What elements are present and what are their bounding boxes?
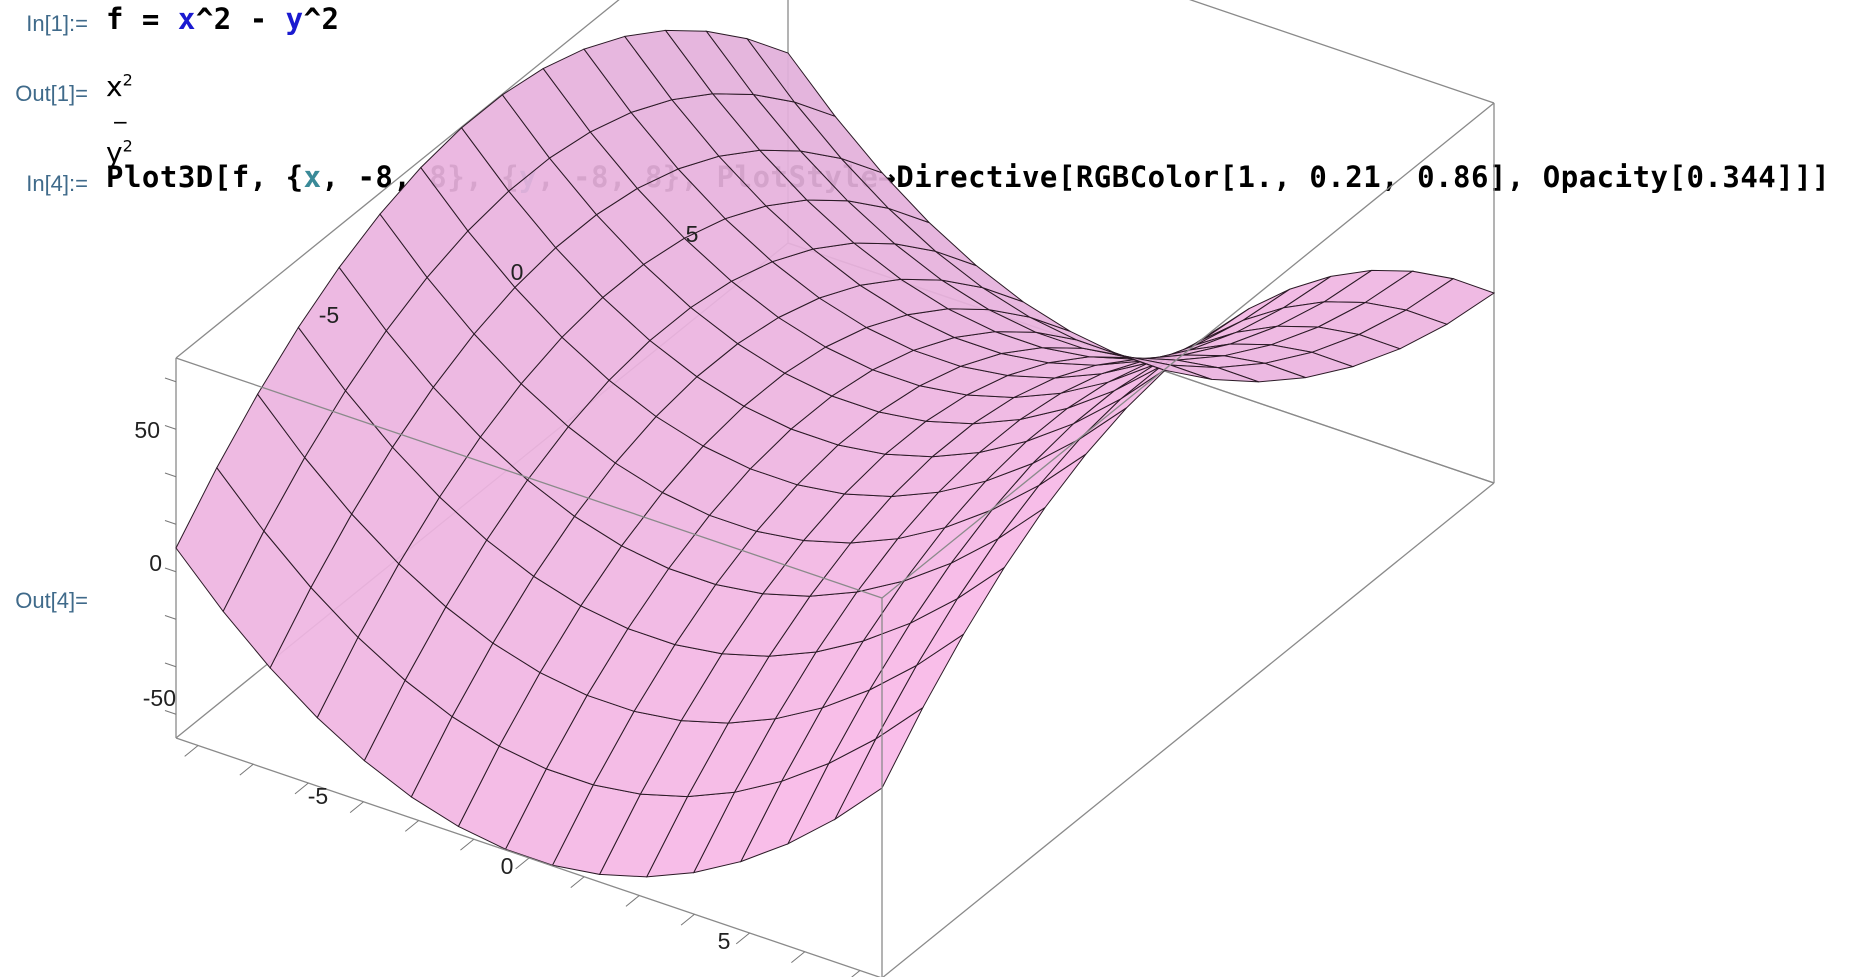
axis-ticks bbox=[164, 377, 861, 977]
out1-base-y: y bbox=[106, 136, 123, 169]
top-tick-label: -5 bbox=[319, 302, 339, 328]
top-tick-label: 0 bbox=[511, 259, 524, 285]
code-token: x bbox=[303, 160, 322, 194]
out1-base-x: x bbox=[106, 70, 123, 103]
out1-exp-x: 2 bbox=[122, 70, 133, 90]
input-code-4[interactable]: Plot3D[f, {x, -8, 8}, {y, -8, 8}, PlotSt… bbox=[106, 160, 1830, 194]
output-expression-1: x2 − y2 bbox=[106, 70, 135, 169]
z-tick-label: -50 bbox=[143, 685, 176, 711]
z-tick-label: 50 bbox=[134, 417, 160, 443]
z-tick bbox=[164, 615, 177, 620]
x-tick bbox=[791, 951, 806, 963]
code-token: ^2 bbox=[303, 2, 340, 36]
cell-label-in1: In[1]:= bbox=[26, 11, 88, 36]
box-edge bbox=[175, 357, 883, 599]
top-tick-label: 5 bbox=[686, 221, 699, 247]
code-token: ^2 - bbox=[195, 2, 286, 36]
box-edge bbox=[882, 482, 1495, 977]
cell-label-in4: In[4]:= bbox=[26, 171, 88, 196]
z-tick bbox=[164, 567, 177, 573]
x-tick bbox=[680, 913, 695, 926]
x-tick-label: -5 bbox=[308, 783, 328, 809]
out1-exp-y: 2 bbox=[122, 136, 133, 156]
input-code-1[interactable]: f = x^2 - y^2 bbox=[106, 2, 340, 36]
surface-patch bbox=[745, 37, 837, 118]
code-token: x bbox=[177, 2, 196, 36]
x-tick bbox=[735, 932, 750, 945]
x-tick bbox=[570, 876, 585, 888]
box-edge bbox=[881, 102, 1495, 599]
x-tick bbox=[851, 970, 861, 977]
z-tick bbox=[164, 662, 177, 668]
x-tick bbox=[184, 745, 199, 757]
z-tick bbox=[164, 472, 177, 478]
z-tick bbox=[164, 377, 177, 383]
code-token: f = bbox=[106, 2, 178, 36]
x-tick bbox=[625, 895, 640, 907]
x-tick-label: 0 bbox=[501, 853, 514, 879]
out1-operator: − bbox=[112, 110, 129, 134]
z-tick bbox=[164, 520, 177, 525]
x-tick bbox=[404, 820, 420, 832]
cell-label-out1: Out[1]= bbox=[15, 81, 88, 106]
z-tick bbox=[164, 425, 177, 430]
x-tick bbox=[349, 801, 364, 813]
code-token: y bbox=[285, 2, 304, 36]
x-tick-label: 5 bbox=[718, 928, 731, 954]
cell-label-out4: Out[4]= bbox=[15, 588, 88, 613]
x-tick bbox=[515, 857, 530, 870]
x-tick bbox=[460, 838, 475, 851]
saddle-surface[interactable] bbox=[175, 29, 1496, 878]
box-edge bbox=[175, 0, 620, 359]
box-edge bbox=[1188, 0, 1495, 104]
z-tick bbox=[164, 710, 177, 715]
z-tick-label: 0 bbox=[149, 550, 162, 576]
code-token: Plot3D[f, { bbox=[106, 160, 304, 194]
x-tick bbox=[294, 782, 309, 795]
x-tick bbox=[239, 763, 254, 776]
